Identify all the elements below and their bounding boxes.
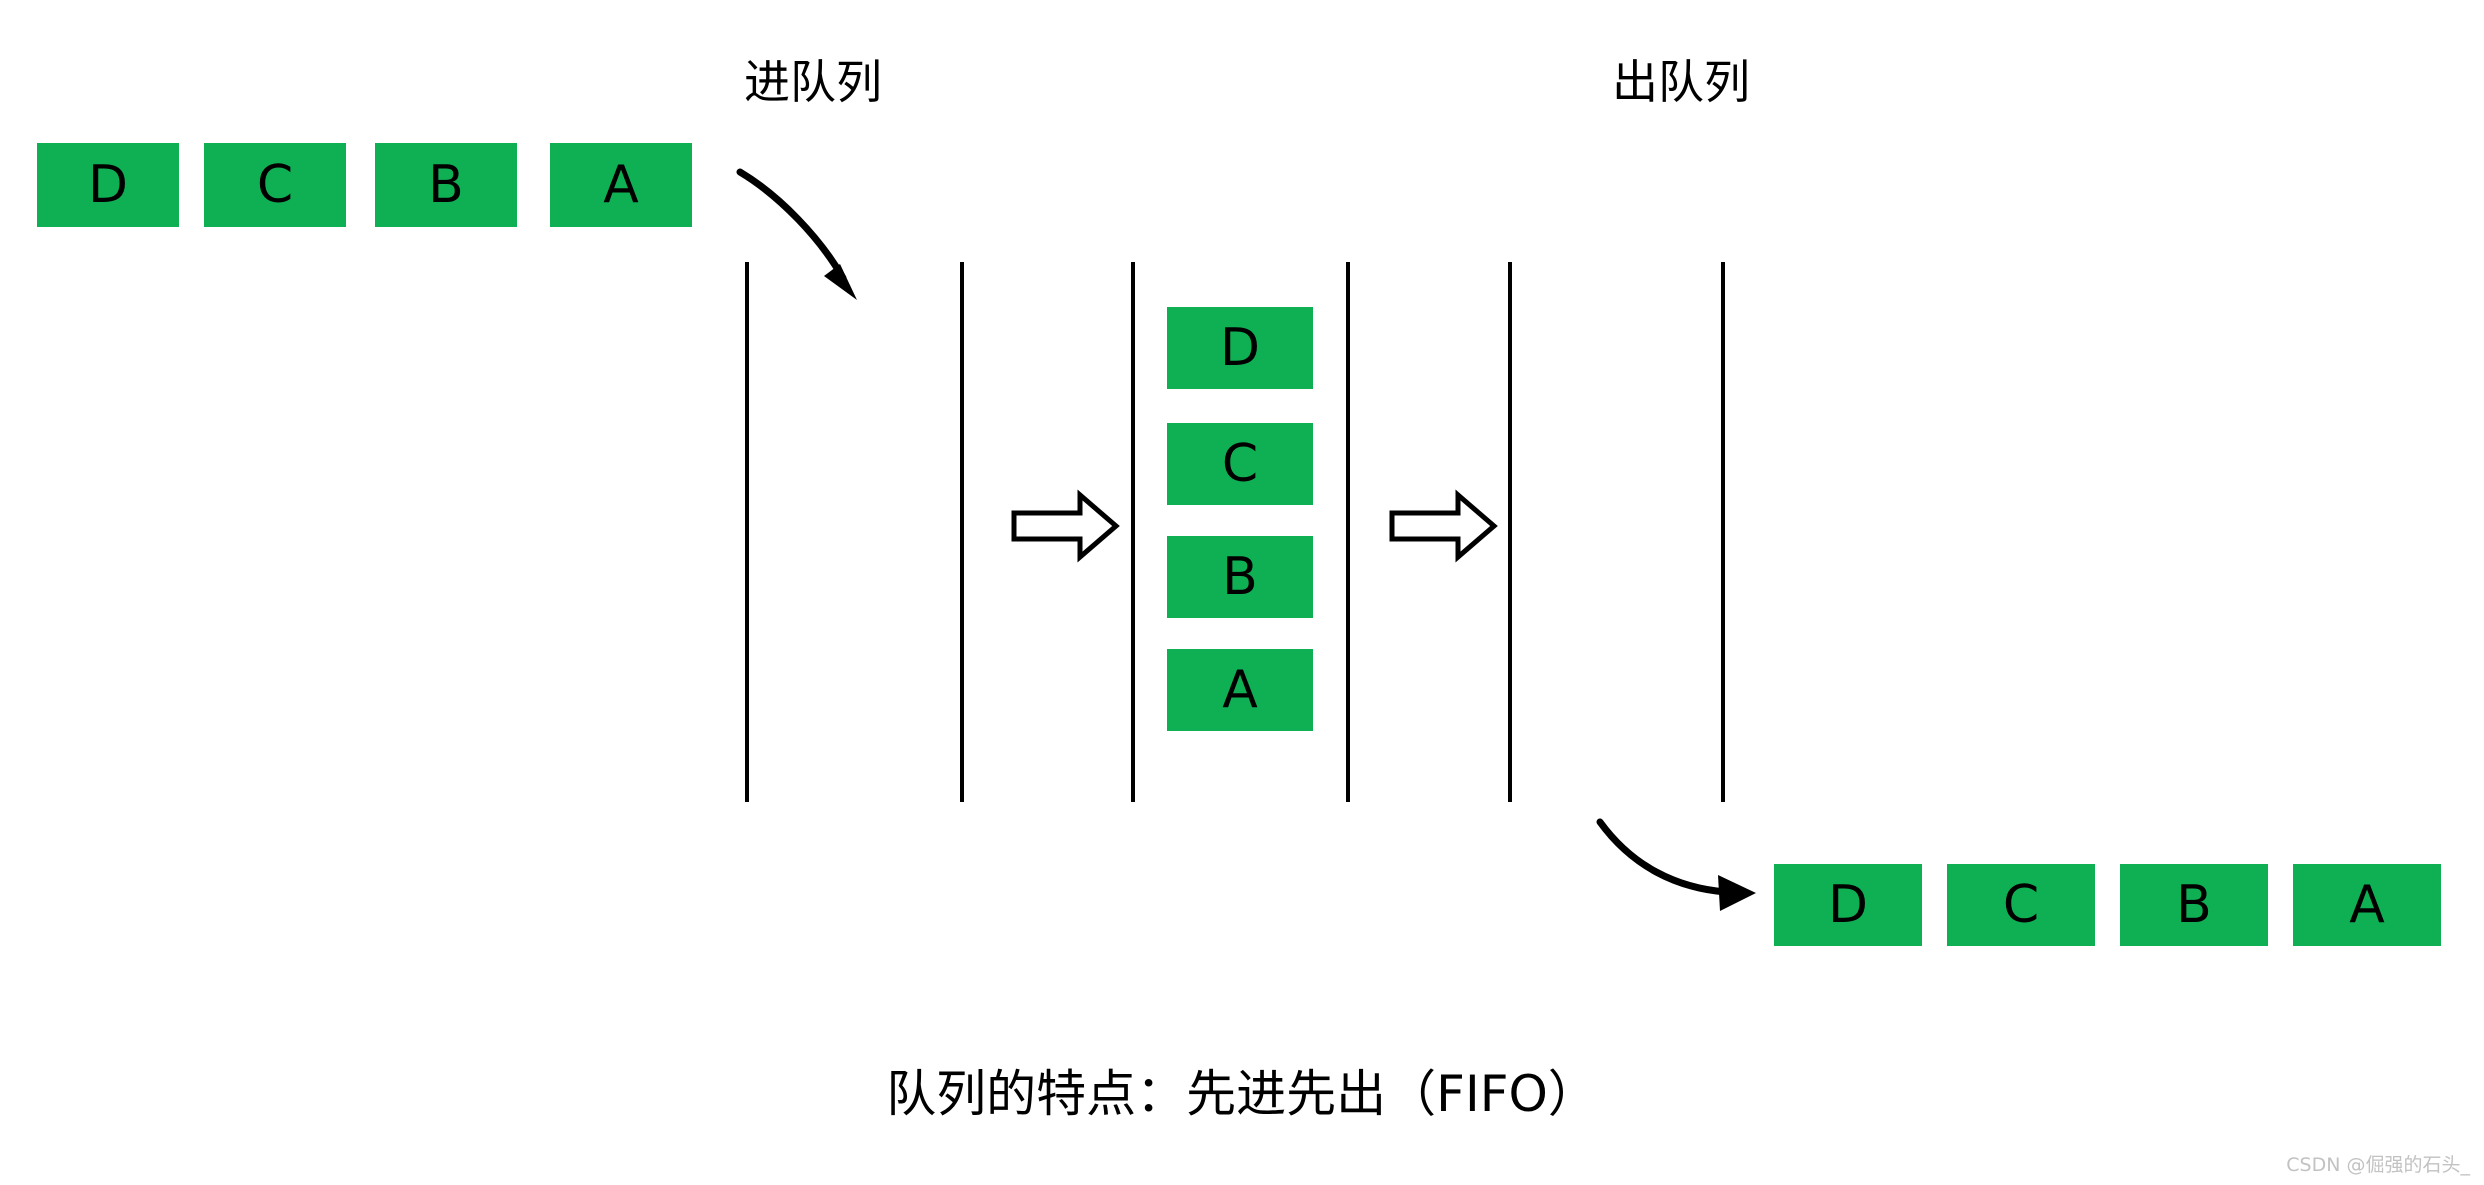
queue-item: C [1167, 423, 1313, 505]
list-item: A [550, 143, 692, 227]
enqueue-block-arrow [1011, 489, 1120, 563]
dequeue-label: 出队列 [1612, 55, 1750, 109]
list-item: C [1947, 864, 2095, 946]
list-item: B [375, 143, 517, 227]
watermark: CSDN @倔强的石头_ [2286, 1154, 2470, 1176]
list-item: A [2293, 864, 2441, 946]
lane-line-2 [960, 262, 964, 802]
list-item: B [2120, 864, 2268, 946]
queue-item: A [1167, 649, 1313, 731]
lane-line-5 [1508, 262, 1512, 802]
list-item: D [37, 143, 179, 227]
list-item: D [1774, 864, 1922, 946]
dequeue-curve-arrow [1596, 818, 1756, 911]
list-item: C [204, 143, 346, 227]
lane-line-3 [1131, 262, 1135, 802]
enqueue-label: 进队列 [744, 55, 882, 109]
queue-item: B [1167, 536, 1313, 618]
dequeue-block-arrow [1389, 489, 1498, 563]
queue-item: D [1167, 307, 1313, 389]
lane-line-4 [1346, 262, 1350, 802]
lane-line-6 [1721, 262, 1725, 802]
enqueue-curve-arrow [736, 168, 857, 300]
page-title: 队列的特点：先进先出（FIFO） [886, 1065, 1598, 1123]
lane-line-1 [745, 262, 749, 802]
